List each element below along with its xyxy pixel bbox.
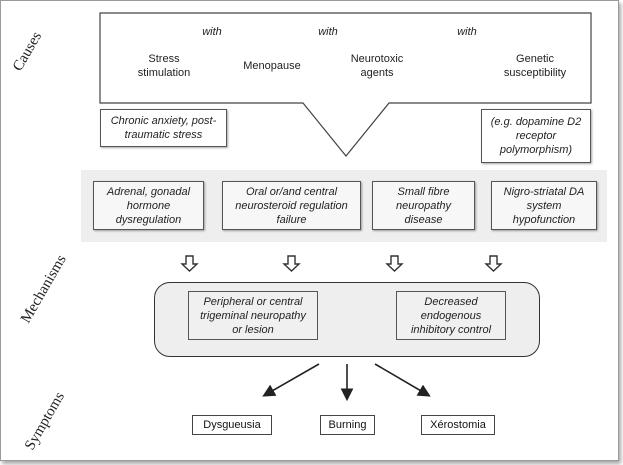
hollow-arrow-1 [180,255,199,272]
arrow-to-xerostomia [374,363,431,397]
mechanism-nigro-striatal: Nigro-striatal DA system hypofunction [491,181,597,230]
symptom-xerostomia: Xérostomia [421,415,495,435]
example-left-box: Chronic anxiety, post- traumatic stress [100,109,227,147]
cause-menopause: Menopause [243,60,301,72]
with-label-3: with [457,26,477,38]
mechanism-hormone: Adrenal, gonadal hormone dysregulation [93,181,204,230]
hollow-arrow-3 [385,255,404,272]
mechanism-neurosteroid: Oral or/and central neurosteroid regulat… [222,181,361,230]
symptom-dysgueusia: Dysgueusia [192,415,272,435]
symptom-burning: Burning [320,415,375,435]
mechanism-small-fibre: Small fibre neuropathy disease [372,181,475,230]
arrow-to-dysgueusia [262,363,320,397]
mechanism-arrows [180,255,503,272]
hollow-arrow-2 [282,255,301,272]
cause-stress: Stress stimulation [137,53,191,79]
hollow-arrow-4 [484,255,503,272]
pathway-inhibitory: Decreased endogenous inhibitory control [396,291,506,340]
causes-arrow [99,12,592,157]
cause-neurotoxic: Neurotoxic agents [350,53,404,79]
example-right-box: (e.g. dopamine D2 receptor polymorphism) [481,109,591,163]
with-label-1: with [202,26,222,38]
with-label-2: with [318,26,338,38]
pathway-trigeminal: Peripheral or central trigeminal neuropa… [188,291,318,340]
cause-genetic: Genetic susceptibility [503,53,567,79]
